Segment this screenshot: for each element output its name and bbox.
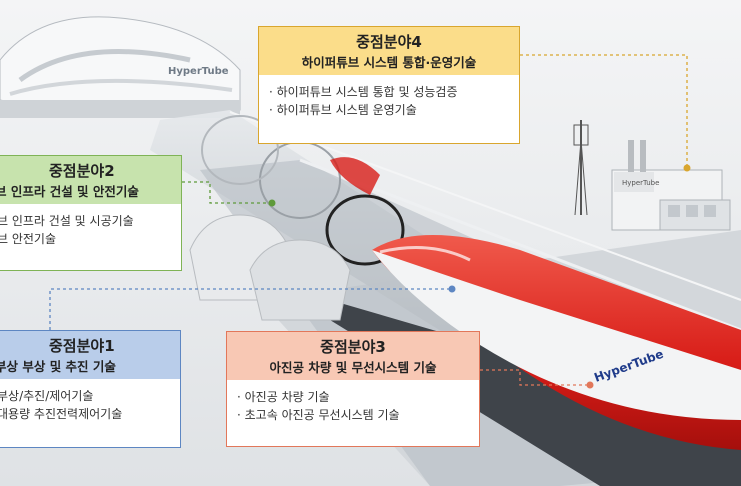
focus-area-4-items: · 하이퍼튜브 시스템 통합 및 성능검증 · 하이퍼튜브 시스템 운영기술 bbox=[259, 75, 519, 127]
focus-area-3-items: · 아진공 차량 기술 · 초고속 아진공 무선시스템 기술 bbox=[227, 380, 479, 432]
focus-area-3-item: · 초고속 아진공 무선시스템 기술 bbox=[237, 408, 400, 422]
focus-area-4-card: 중점분야4 하이퍼튜브 시스템 통합·운영기술 · 하이퍼튜브 시스템 통합 및… bbox=[258, 26, 520, 144]
connector-dot-c1 bbox=[448, 285, 456, 293]
focus-area-1-subtitle: 부상 부상 및 추진 기술 bbox=[0, 359, 116, 374]
focus-area-1-item: 부상/추진/제어기술 bbox=[0, 389, 94, 403]
connector-dot-c2 bbox=[268, 199, 276, 207]
focus-area-2-title: 중점분야2 bbox=[49, 162, 115, 180]
connector-dot-c3 bbox=[586, 381, 594, 389]
station-building: HyperTube bbox=[0, 16, 241, 118]
focus-area-1-items: 부상/추진/제어기술 대용량 추진전력제어기술 bbox=[0, 379, 180, 431]
focus-area-1-item: 대용량 추진전력제어기술 bbox=[0, 407, 123, 421]
focus-area-4-item: · 하이퍼튜브 시스템 운영기술 bbox=[269, 103, 417, 117]
connector-lines bbox=[49, 54, 688, 386]
focus-area-4-header: 중점분야4 하이퍼튜브 시스템 통합·운영기술 bbox=[259, 27, 519, 75]
focus-area-4-item: · 하이퍼튜브 시스템 통합 및 성능검증 bbox=[269, 85, 458, 99]
tail-vehicle bbox=[330, 157, 380, 195]
connector-c3 bbox=[480, 369, 590, 386]
focus-area-1-title: 중점분야1 bbox=[49, 337, 115, 355]
radio-tower bbox=[573, 120, 589, 216]
focus-area-4-subtitle: 하이퍼튜브 시스템 통합·운영기술 bbox=[301, 55, 477, 70]
building-logo: HyperTube bbox=[622, 179, 659, 187]
station-logo: HyperTube bbox=[168, 66, 229, 77]
focus-area-3-title: 중점분야3 bbox=[320, 338, 386, 356]
focus-area-3-subtitle: 아진공 차량 및 무선시스템 기술 bbox=[269, 360, 437, 375]
connector-c2 bbox=[182, 181, 272, 204]
focus-area-3-item: · 아진공 차량 기술 bbox=[237, 390, 330, 404]
focus-area-4-title: 중점분야4 bbox=[356, 33, 422, 51]
connector-c4 bbox=[520, 54, 688, 168]
maintenance-building: HyperTube bbox=[611, 140, 731, 231]
hypertube-vehicle: HyperTube bbox=[372, 235, 741, 450]
connector-c1 bbox=[49, 288, 452, 330]
focus-area-3-card: 중점분야3 아진공 차량 및 무선시스템 기술 · 아진공 차량 기술 · 초고… bbox=[226, 331, 480, 447]
focus-area-2-item: 브 안전기술 bbox=[0, 232, 57, 246]
focus-area-2-card: 중점분야2 브 인프라 건설 및 안전기술 브 인프라 건설 및 시공기술 브 … bbox=[0, 155, 182, 271]
focus-area-2-items: 브 인프라 건설 및 시공기술 브 안전기술 bbox=[0, 204, 181, 256]
connector-dot-c4 bbox=[683, 164, 691, 172]
focus-area-3-header: 중점분야3 아진공 차량 및 무선시스템 기술 bbox=[227, 332, 479, 380]
focus-area-2-item: 브 인프라 건설 및 시공기술 bbox=[0, 214, 134, 228]
focus-area-2-subtitle: 브 인프라 건설 및 안전기술 bbox=[0, 184, 139, 199]
focus-area-1-header: 중점분야1 부상 부상 및 추진 기술 bbox=[0, 331, 180, 379]
tube-pillars bbox=[189, 214, 351, 321]
focus-area-2-header: 중점분야2 브 인프라 건설 및 안전기술 bbox=[0, 156, 181, 204]
focus-area-1-card: 중점분야1 부상 부상 및 추진 기술 부상/추진/제어기술 대용량 추진전력제… bbox=[0, 330, 181, 448]
